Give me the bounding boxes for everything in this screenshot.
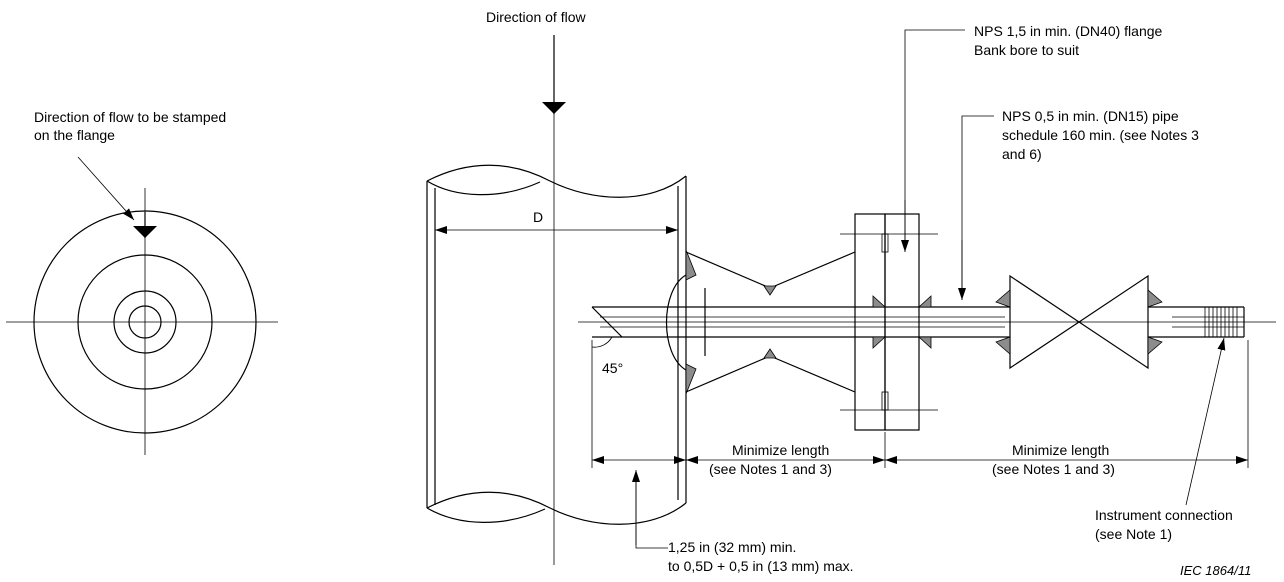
minimize-left-line2: (see Notes 1 and 3): [709, 461, 832, 477]
instrument-callout-leader: [1185, 337, 1226, 506]
instrument-callout-line2: (see Note 1): [1095, 526, 1172, 542]
process-pipe: [426, 35, 687, 565]
direction-of-flow-label: Direction of flow: [486, 9, 586, 25]
insertion-note-line2: to 0,5D + 0,5 in (13 mm) max.: [668, 558, 854, 574]
flange-callout-line1: NPS 1,5 in min. (DN40) flange: [974, 23, 1163, 39]
minimize-left-line1: Minimize length: [732, 442, 829, 458]
stamp-label-line2: on the flange: [34, 127, 115, 143]
thread-marks: [1204, 307, 1238, 337]
diameter-label: D: [533, 209, 543, 225]
probe-assembly: [578, 213, 1276, 431]
pipe-callout-line1: NPS 0,5 in min. (DN15) pipe: [1002, 108, 1179, 124]
flange-callout-line2: Bank bore to suit: [974, 42, 1079, 58]
pipe-callout-line3: and 6): [1002, 146, 1042, 162]
pipe-callout-line2: schedule 160 min. (see Notes 3: [1002, 127, 1199, 143]
instrument-callout-line1: Instrument connection: [1095, 507, 1233, 523]
minimize-right-line2: (see Notes 1 and 3): [992, 461, 1115, 477]
bottom-dimensions: [591, 340, 1249, 549]
minimize-right-line1: Minimize length: [1012, 442, 1109, 458]
flange-callout-leader: [901, 29, 965, 252]
insertion-note-line1: 1,25 in (32 mm) min.: [668, 539, 796, 555]
angle-label: 45°: [602, 360, 623, 376]
pipe-callout-leader: [958, 115, 994, 300]
flange-end-view: [6, 156, 278, 455]
figure-reference: IEC 1864/11: [1180, 563, 1251, 578]
stamp-label-line1: Direction of flow to be stamped: [34, 109, 226, 125]
